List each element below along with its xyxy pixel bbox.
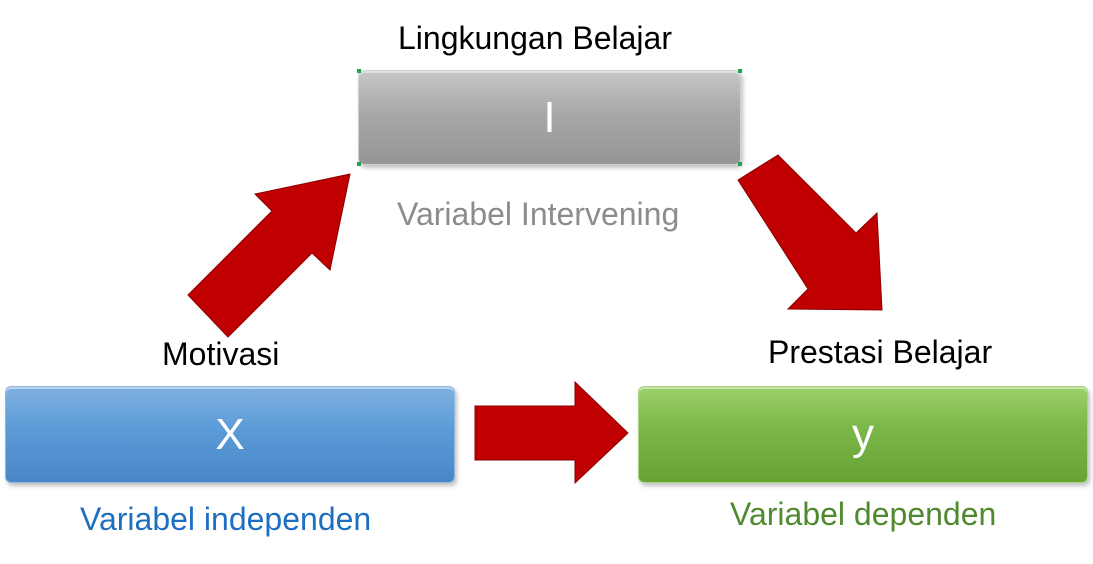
corner-handle xyxy=(357,69,361,73)
arrow-x-to-y xyxy=(474,380,629,485)
left-node-letter: X xyxy=(215,409,245,459)
top-node-box: I xyxy=(357,69,742,166)
left-node-box: X xyxy=(5,386,455,483)
corner-handle xyxy=(357,162,361,166)
arrow-x-to-i xyxy=(187,173,351,338)
right-node-box: y xyxy=(638,386,1088,483)
top-node-letter: I xyxy=(543,92,556,142)
top-node-description: Variabel Intervening xyxy=(397,196,680,232)
left-node-title: Motivasi xyxy=(162,336,280,372)
top-node-title: Lingkungan Belajar xyxy=(398,20,672,56)
right-node-title: Prestasi Belajar xyxy=(768,334,993,370)
corner-handle xyxy=(738,162,742,166)
arrow-i-to-y xyxy=(737,154,883,311)
right-node-description: Variabel dependen xyxy=(730,496,997,532)
right-node-letter: y xyxy=(852,409,874,459)
left-node-description: Variabel independen xyxy=(80,501,372,537)
corner-handle xyxy=(738,69,742,73)
